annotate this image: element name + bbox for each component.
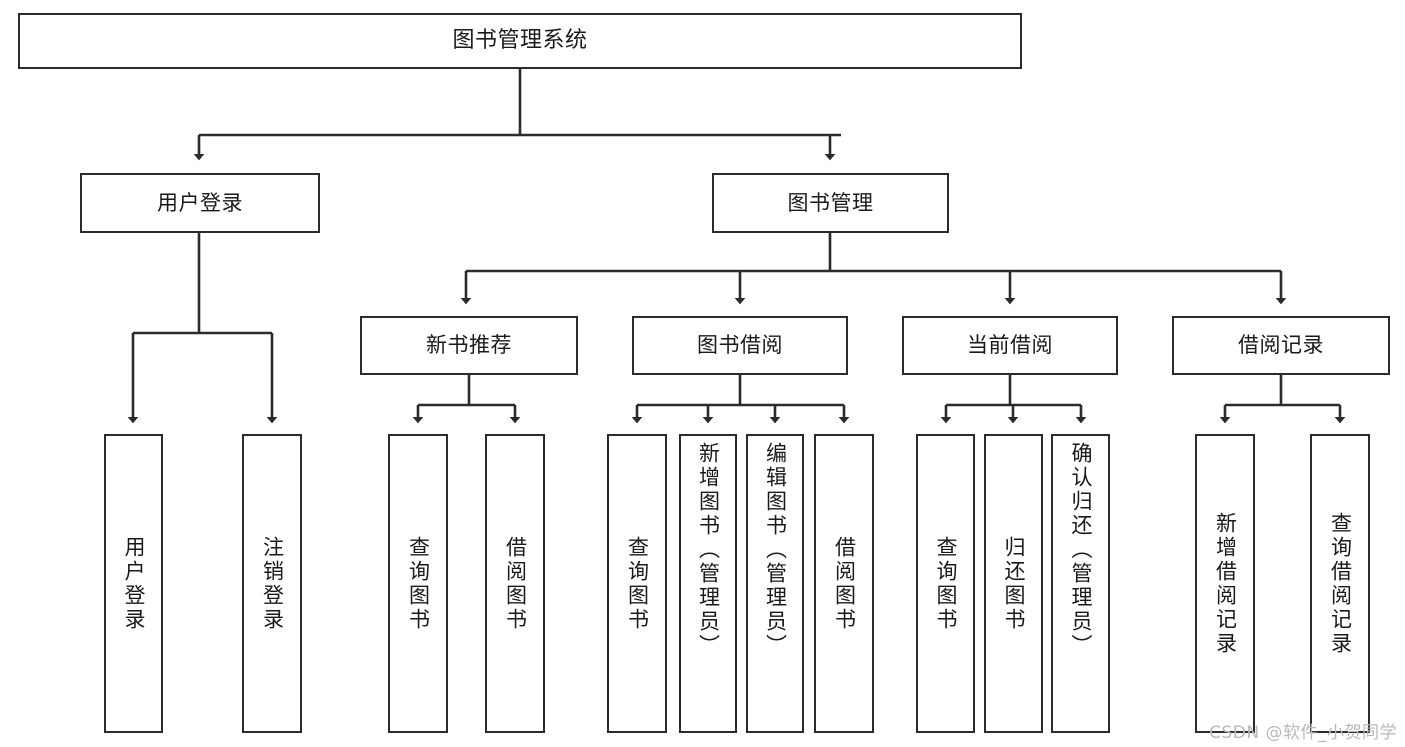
node-leaf-query-books-recommend[interactable]: 查询图书	[388, 434, 448, 733]
node-label: 图书借阅	[697, 333, 783, 358]
node-label: 编辑图书（管理员）	[763, 442, 788, 658]
node-label: 查询借阅记录	[1328, 511, 1353, 656]
node-label: 确认归还（管理员）	[1069, 442, 1093, 658]
node-label: 查询图书	[406, 535, 431, 632]
node-user-login[interactable]: 用户登录	[80, 173, 320, 233]
node-borrowing-records[interactable]: 借阅记录	[1172, 316, 1390, 375]
node-leaf-logout[interactable]: 注销登录	[242, 434, 302, 733]
node-leaf-return-books[interactable]: 归还图书	[984, 434, 1043, 733]
node-root-library-management-system[interactable]: 图书管理系统	[18, 13, 1022, 69]
node-leaf-query-borrow-record[interactable]: 查询借阅记录	[1310, 434, 1370, 733]
node-leaf-add-book-admin[interactable]: 新增图书（管理员）	[679, 434, 737, 733]
node-current-borrowing[interactable]: 当前借阅	[902, 316, 1118, 375]
watermark-text: CSDN @软件_小贺同学	[1209, 723, 1397, 743]
node-label: 用户登录	[122, 535, 146, 632]
node-label: 查询图书	[625, 535, 650, 632]
node-label: 图书管理系统	[452, 28, 588, 54]
node-label: 借阅图书	[503, 535, 528, 632]
node-leaf-query-books-current[interactable]: 查询图书	[916, 434, 975, 733]
node-label: 新增借阅记录	[1213, 511, 1238, 656]
node-leaf-add-borrow-record[interactable]: 新增借阅记录	[1195, 434, 1255, 733]
node-new-book-recommendation[interactable]: 新书推荐	[360, 316, 578, 375]
node-label: 注销登录	[260, 535, 285, 632]
node-label: 用户登录	[157, 190, 243, 215]
node-label: 借阅记录	[1238, 333, 1324, 358]
node-leaf-confirm-return-admin[interactable]: 确认归还（管理员）	[1051, 434, 1110, 733]
node-label: 归还图书	[1002, 535, 1026, 632]
node-label: 新书推荐	[426, 333, 512, 358]
node-book-borrowing[interactable]: 图书借阅	[632, 316, 848, 375]
node-label: 借阅图书	[832, 535, 857, 632]
node-label: 查询图书	[934, 535, 958, 632]
node-leaf-edit-book-admin[interactable]: 编辑图书（管理员）	[746, 434, 804, 733]
node-leaf-query-books-borrow[interactable]: 查询图书	[607, 434, 667, 733]
node-book-management[interactable]: 图书管理	[712, 173, 949, 233]
node-leaf-borrow-books[interactable]: 借阅图书	[814, 434, 874, 733]
node-leaf-borrow-books-recommend[interactable]: 借阅图书	[485, 434, 545, 733]
node-label: 当前借阅	[967, 333, 1053, 358]
node-label: 图书管理	[787, 190, 874, 215]
node-leaf-user-login[interactable]: 用户登录	[104, 434, 163, 733]
node-label: 新增图书（管理员）	[696, 442, 721, 658]
